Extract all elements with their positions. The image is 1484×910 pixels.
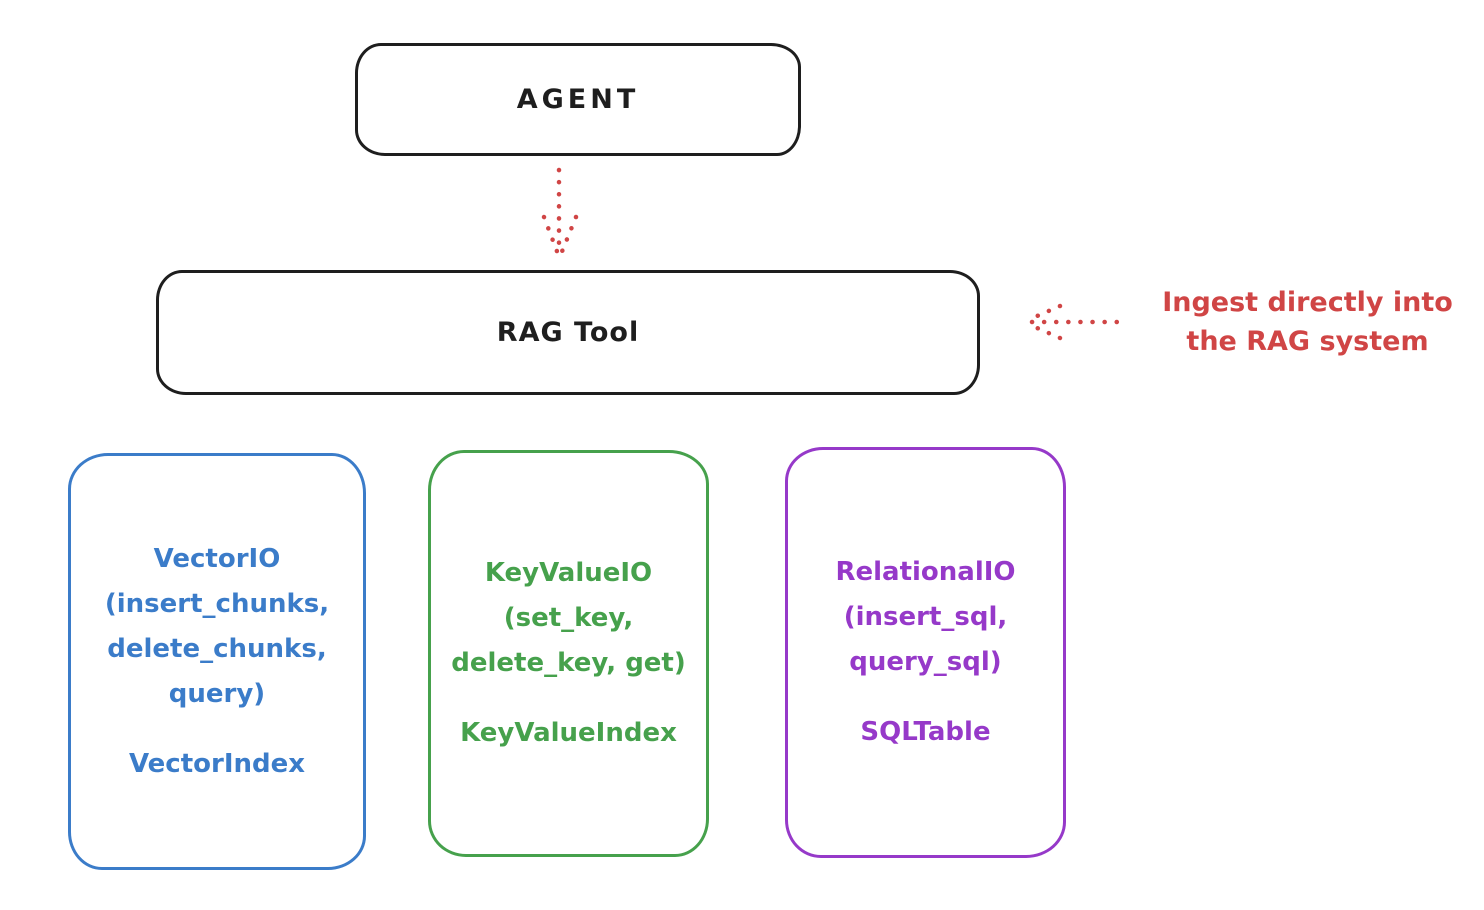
keyvalue-io-index: KeyValueIndex bbox=[460, 718, 677, 748]
agent-box: AGENT bbox=[355, 43, 801, 156]
ingest-annotation: Ingest directly into the RAG system bbox=[1162, 287, 1453, 357]
vector-io-methods: VectorIO (insert_chunks, delete_chunks, … bbox=[104, 543, 330, 709]
ingest-dotted-arrow bbox=[1025, 303, 1131, 341]
keyvalue-io-methods: KeyValueIO (set_key, delete_key, get) bbox=[451, 558, 686, 678]
rag-tool-label: RAG Tool bbox=[496, 317, 640, 348]
rag-tool-box: RAG Tool bbox=[156, 270, 980, 395]
agent-to-rag-dotted-arrow bbox=[541, 167, 579, 257]
keyvalue-io-box: KeyValueIO (set_key, delete_key, get) Ke… bbox=[428, 450, 709, 857]
vector-io-index: VectorIndex bbox=[128, 748, 306, 779]
relational-io-methods: RelationalIO (insert_sql, query_sql) bbox=[835, 557, 1016, 677]
agent-label: AGENT bbox=[516, 84, 640, 115]
vector-io-box: VectorIO (insert_chunks, delete_chunks, … bbox=[68, 453, 366, 870]
relational-io-box: RelationalIO (insert_sql, query_sql) SQL… bbox=[785, 447, 1066, 858]
relational-io-index: SQLTable bbox=[860, 717, 991, 747]
